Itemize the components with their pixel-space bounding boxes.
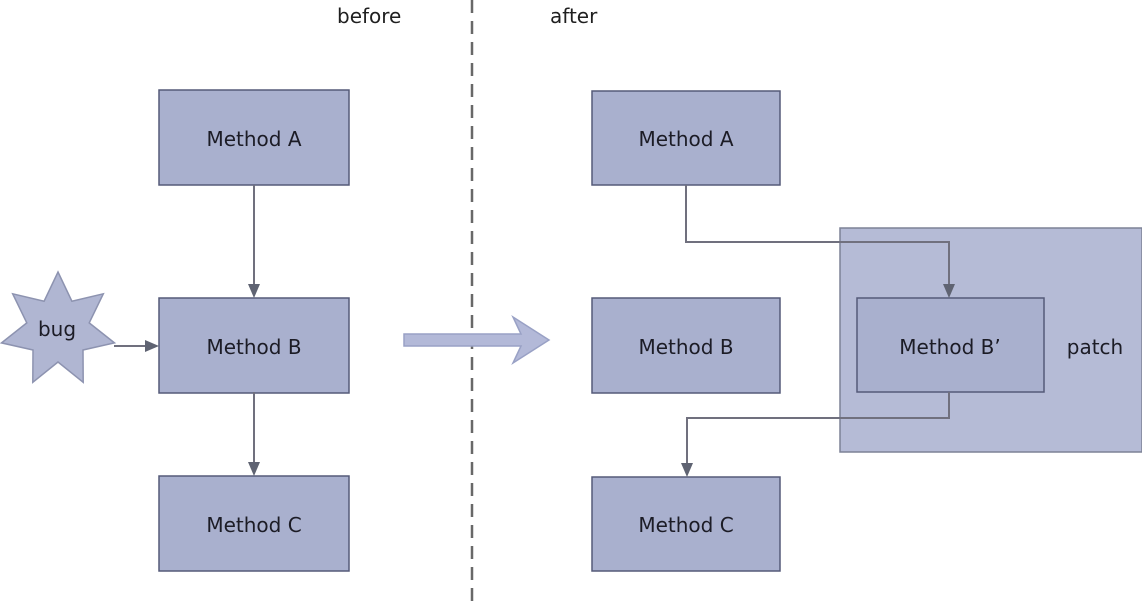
arrowhead-a-to-bprime-icon <box>943 284 955 298</box>
bug-label: bug <box>38 317 76 341</box>
before-method-a-label: Method A <box>206 127 301 151</box>
after-group: patch Method A Method B Method B’ Method… <box>591 90 1142 572</box>
after-method-b-label: Method B <box>638 335 733 359</box>
arrowhead-bprime-to-c-icon <box>681 463 693 477</box>
after-method-c-box <box>591 476 781 572</box>
before-title: before <box>337 4 401 28</box>
before-method-c-box <box>158 475 350 572</box>
after-method-c-label: Method C <box>638 513 733 537</box>
after-connector-a-to-bprime <box>685 185 950 286</box>
arrowhead-bug-icon <box>145 340 159 352</box>
after-title: after <box>550 4 598 28</box>
patch-label: patch <box>1067 335 1123 359</box>
before-group: bug Method A Method B Method C <box>0 89 350 572</box>
arrowhead-b-to-c-icon <box>248 462 260 476</box>
before-method-a-box <box>158 89 350 186</box>
after-method-a-label: Method A <box>638 127 733 151</box>
after-connector-bprime-to-c <box>686 392 950 465</box>
after-method-b-box <box>591 297 781 394</box>
before-method-c-label: Method C <box>206 513 301 537</box>
after-method-b-prime-label: Method B’ <box>899 335 1000 359</box>
big-right-arrow-icon <box>403 314 551 366</box>
bug-star-shape <box>0 270 117 384</box>
after-method-b-prime-box <box>856 297 1045 393</box>
before-method-b-label: Method B <box>206 335 301 359</box>
after-method-a-box <box>591 90 781 186</box>
arrowhead-a-to-b-icon <box>248 284 260 298</box>
